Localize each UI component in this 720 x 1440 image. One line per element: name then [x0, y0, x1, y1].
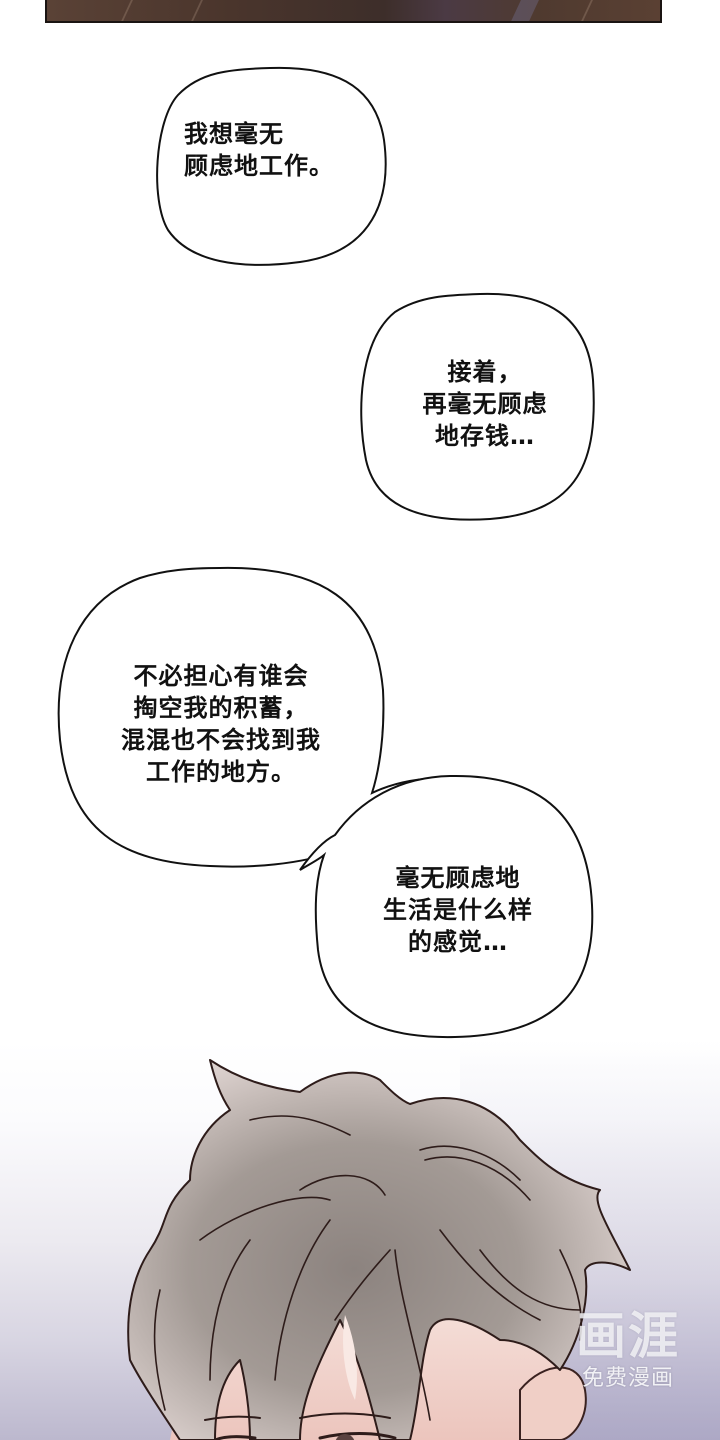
speech-bubble-1-text: 我想毫无 顾虑地工作。 — [184, 120, 334, 180]
previous-panel-edge — [45, 0, 662, 23]
speech-bubble-2-text: 接着， 再毫无顾虑 地存钱… — [422, 358, 548, 450]
speech-bubble-3-text: 不必担心有谁会 掏空我的积蓄， 混混也不会找到我 工作的地方。 — [121, 662, 321, 786]
speech-bubble-4-text: 毫无顾虑地 生活是什么样 的感觉… — [383, 864, 533, 956]
watermark-main-text: 画涯 — [576, 1307, 680, 1365]
character-head-illustration — [127, 1059, 631, 1440]
watermark-logo: 画涯 免费漫画 — [564, 1306, 692, 1392]
character-illustration-panel — [0, 1040, 720, 1440]
watermark-sub-text: 免费漫画 — [581, 1366, 674, 1391]
